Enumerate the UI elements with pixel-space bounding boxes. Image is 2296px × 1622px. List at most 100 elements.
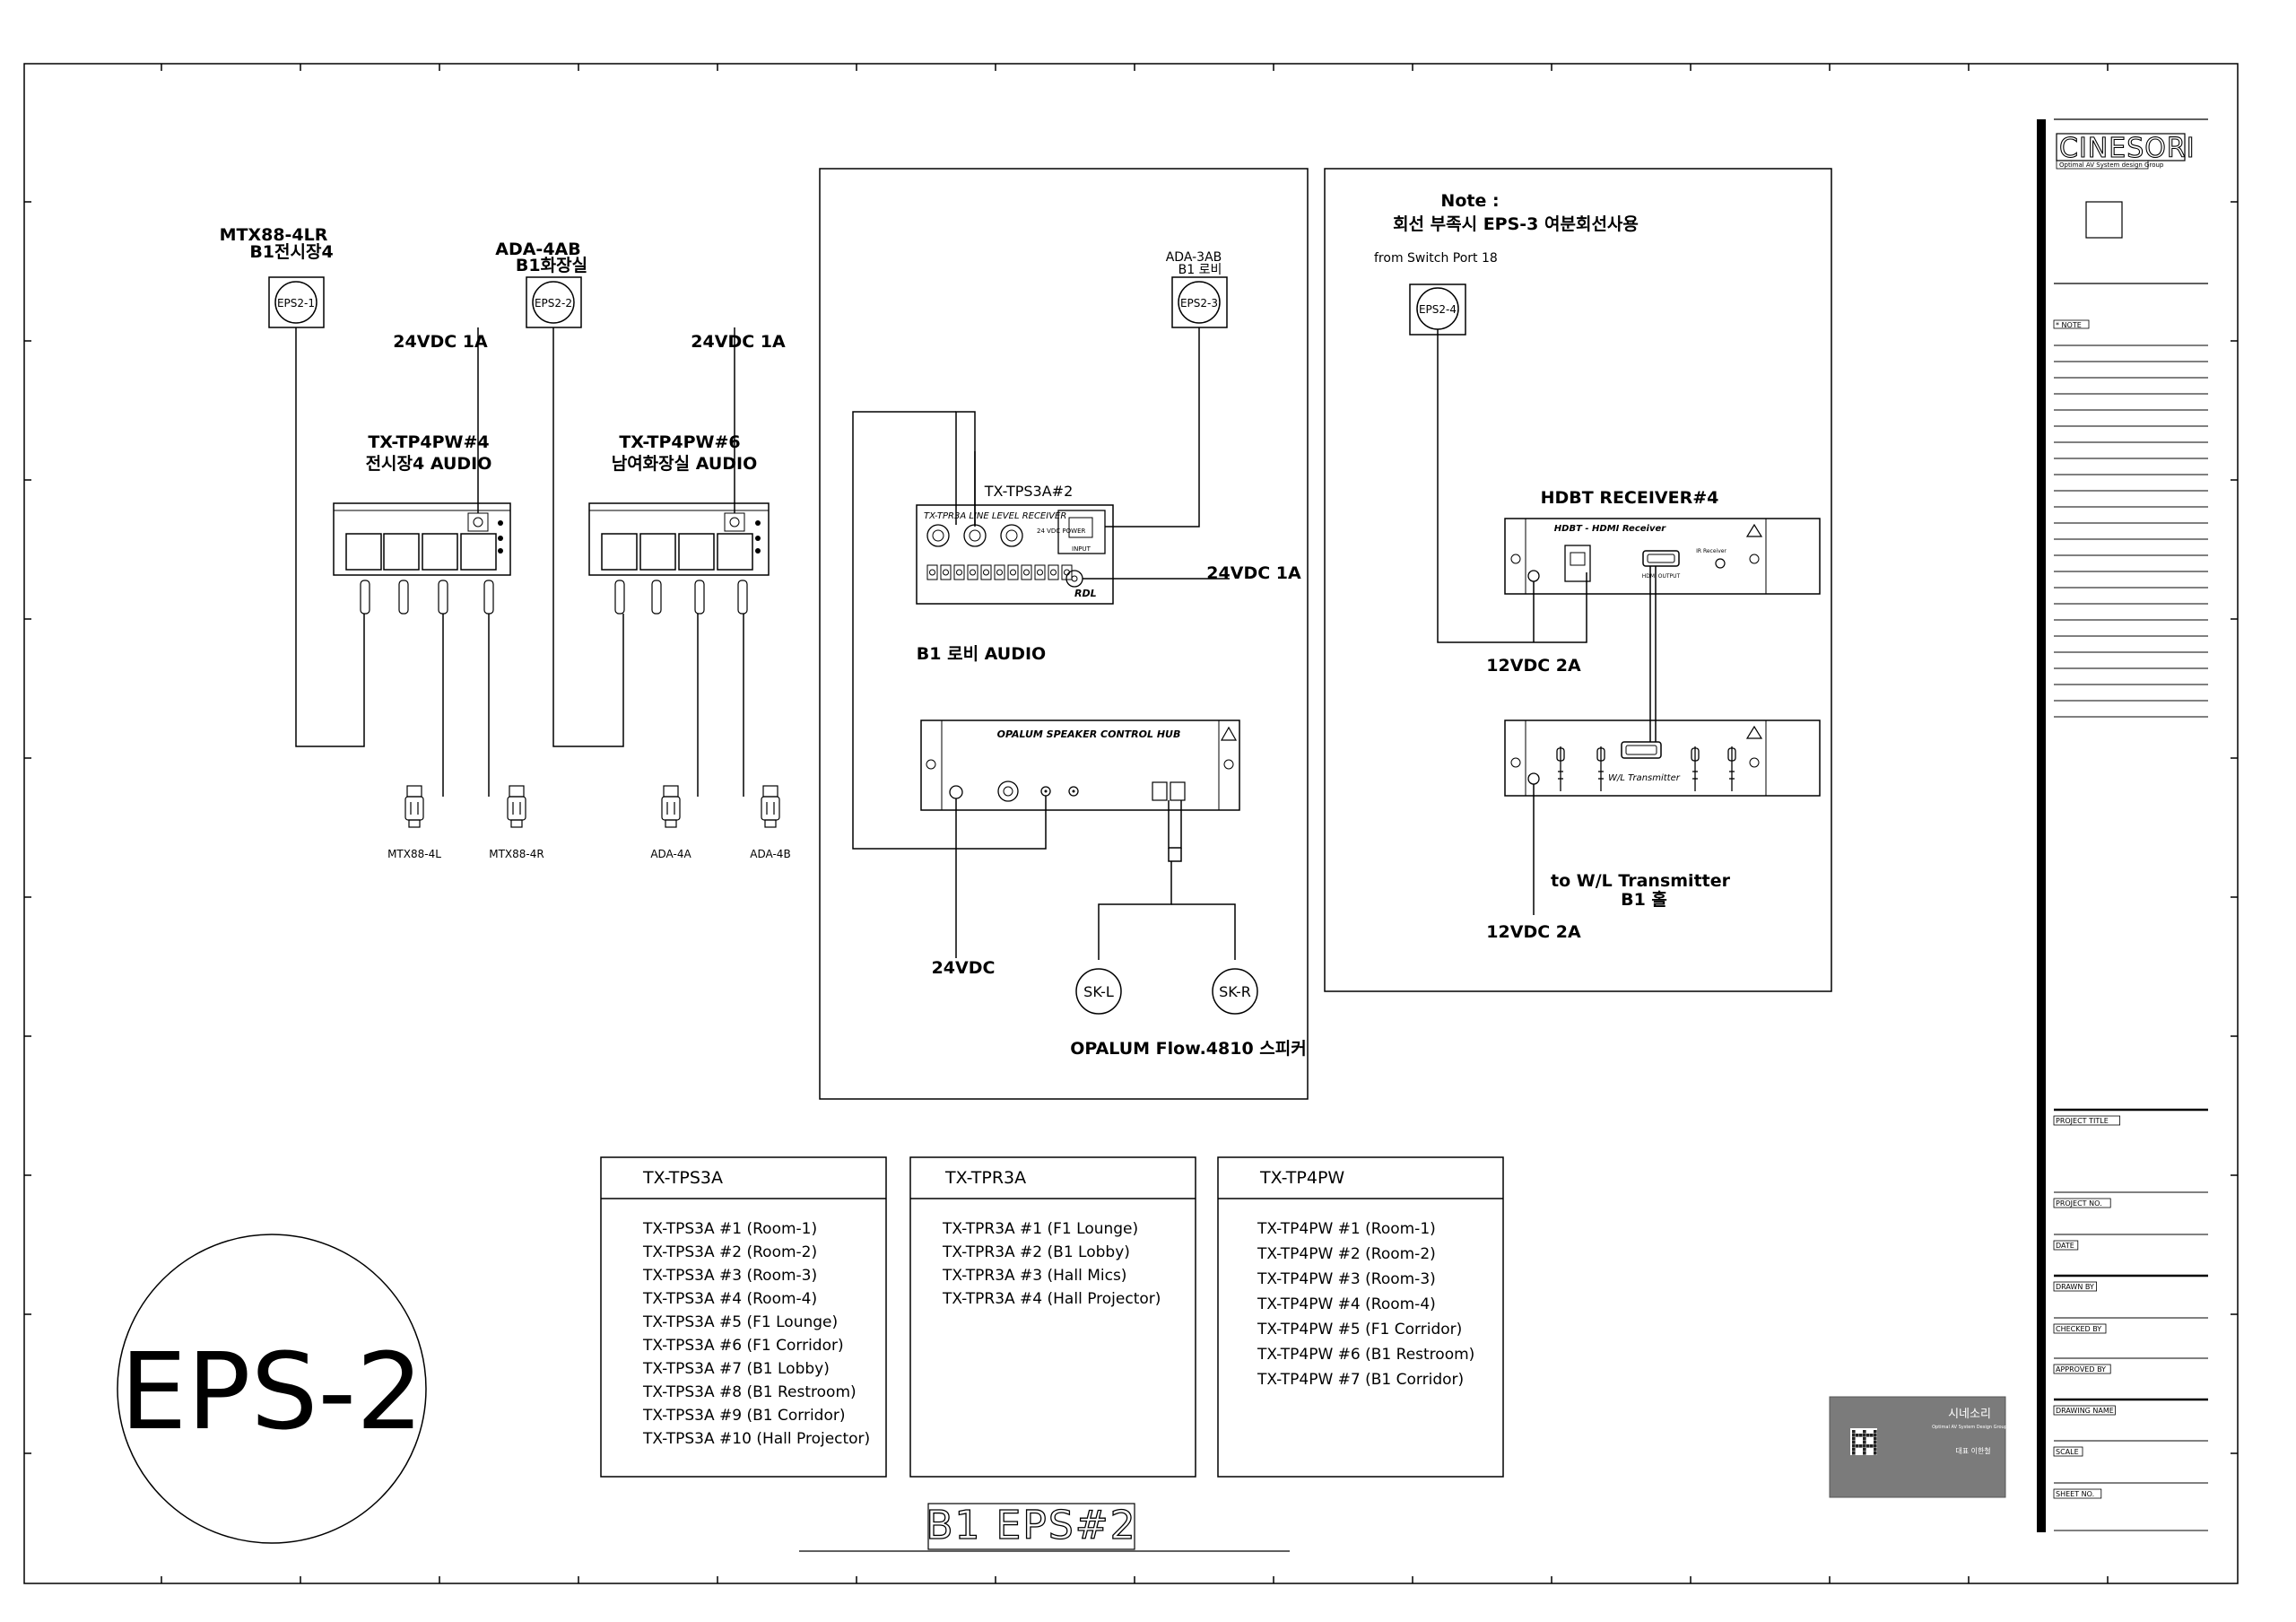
- title-block-field: APPROVED BY: [2056, 1365, 2106, 1373]
- opalum-panel-title: OPALUM SPEAKER CONTROL HUB: [997, 728, 1181, 740]
- table-title: TX-TP4PW: [1259, 1168, 1344, 1188]
- device-name: TX-TP4PW#4: [368, 432, 489, 452]
- title-block-field: SHEET NO.: [2056, 1490, 2094, 1498]
- device-desc: 남여화장실 AUDIO: [612, 454, 758, 474]
- table-row: TX-TPR3A #4 (Hall Projector): [942, 1290, 1161, 1308]
- card-subtitle: Optimal AV System Design Group: [1932, 1425, 2007, 1430]
- receiver-desc: B1 로비 AUDIO: [917, 644, 1046, 664]
- table-row: TX-TP4PW #2 (Room-2): [1257, 1245, 1436, 1263]
- table-row: TX-TPS3A #2 (Room-2): [642, 1243, 817, 1261]
- title-block-field: DRAWING NAME: [2056, 1407, 2114, 1415]
- receiver-power-label: 24 VDC POWER: [1037, 528, 1085, 535]
- speaker-right-label: SK-R: [1219, 983, 1251, 1000]
- receiver-input-label: INPUT: [1072, 545, 1091, 553]
- receiver-panel-title: TX-TPR3A LINE LEVEL RECEIVER: [924, 511, 1066, 521]
- device-desc: 전시장4 AUDIO: [366, 454, 492, 474]
- wl-transmitter-label: W/L Transmitter: [1608, 773, 1681, 783]
- table-row: TX-TP4PW #6 (B1 Restroom): [1257, 1346, 1474, 1364]
- output-connectors: [404, 785, 780, 828]
- receiver-rdl-logo: RDL: [1074, 588, 1097, 599]
- device-location-label: B1 로비: [1178, 263, 1222, 277]
- table-row: TX-TPS3A #3 (Room-3): [642, 1267, 817, 1285]
- sheet-title: B1 EPS#2: [926, 1503, 1136, 1548]
- device-name: TX-TP4PW#6: [619, 432, 740, 452]
- opalum-desc: OPALUM Flow.4810 스피커: [1070, 1039, 1306, 1059]
- device-tag: EPS2-3: [1180, 297, 1218, 310]
- speaker-right: [1212, 968, 1258, 1015]
- title-block-field: CHECKED BY: [2056, 1325, 2101, 1333]
- device-eps2-4: EPS2-4: [1409, 283, 1466, 336]
- device-model-label: ADA-4AB: [495, 240, 580, 259]
- title-block-field: DRAWN BY: [2056, 1283, 2094, 1291]
- output-label-ada-4b: ADA-4B: [750, 848, 790, 860]
- table-row: TX-TP4PW #7 (B1 Corridor): [1257, 1371, 1464, 1389]
- table-row: TX-TPR3A #3 (Hall Mics): [942, 1267, 1126, 1285]
- title-block-bar: [2037, 119, 2046, 1532]
- output-label-ada-4a: ADA-4A: [650, 848, 691, 860]
- table-title: TX-TPR3A: [944, 1168, 1026, 1188]
- table-row: TX-TPS3A #8 (B1 Restroom): [642, 1383, 857, 1401]
- device-port: [1178, 281, 1221, 324]
- title-block: CINESORI Optimal AV System design Group …: [2037, 118, 2208, 1532]
- table-row: TX-TPS3A #9 (B1 Corridor): [642, 1407, 846, 1425]
- note-title: Note :: [1440, 191, 1499, 211]
- table-row: TX-TP4PW #1 (Room-1): [1257, 1220, 1436, 1238]
- hdbt-panel-title: HDBT - HDMI Receiver: [1554, 524, 1666, 534]
- table-row: TX-TPS3A #1 (Room-1): [642, 1220, 817, 1238]
- switch-port-label: from Switch Port 18: [1374, 251, 1498, 266]
- hdmi-output-label: HDMI OUTPUT: [1642, 573, 1681, 580]
- opalum-hub-group: OPALUM SPEAKER CONTROL HUB: [920, 719, 1240, 811]
- brand-tagline: Optimal AV System design Group: [2059, 161, 2164, 169]
- eps-badge-circle: [117, 1234, 427, 1544]
- tx-tp4pw6-group: TX-TP4PW#6 남여화장실 AUDIO: [588, 432, 770, 576]
- lobby-section-frame: [819, 168, 1309, 1100]
- table-row: TX-TPS3A #5 (F1 Lounge): [642, 1313, 838, 1331]
- table-row: TX-TPS3A #10 (Hall Projector): [642, 1430, 870, 1448]
- title-block-field: PROJECT NO.: [2056, 1199, 2102, 1208]
- opalum-panel: [920, 719, 1240, 811]
- device-tag: EPS2-4: [1419, 303, 1457, 316]
- table-tx-tp4pw: TX-TP4PW TX-TP4PW #1 (Room-1) TX-TP4PW #2…: [1217, 1156, 1504, 1478]
- table-row: TX-TP4PW #5 (F1 Corridor): [1257, 1321, 1462, 1339]
- table-row: TX-TPS3A #6 (F1 Corridor): [642, 1337, 844, 1355]
- tx-tps3a2-group: TX-TPS3A#2 TX-TPR3A LINE LEVEL RECEIVER …: [916, 483, 1114, 605]
- power-label-6: 12VDC 2A: [1486, 922, 1581, 942]
- frame-ticks: [24, 64, 2238, 1583]
- wiring-left: [295, 327, 744, 797]
- table-row: TX-TPR3A #2 (B1 Lobby): [942, 1243, 1130, 1261]
- table-title: TX-TPS3A: [642, 1168, 723, 1188]
- table-tx-tps3a: TX-TPS3A TX-TPS3A #1 (Room-1) TX-TPS3A #2…: [600, 1156, 887, 1478]
- device-location-label: B1화장실: [516, 256, 587, 275]
- power-label-4: 24VDC: [932, 958, 996, 978]
- device-port: [274, 281, 317, 324]
- table-row: TX-TPR3A #1 (F1 Lounge): [942, 1220, 1138, 1238]
- speaker-left-label: SK-L: [1083, 983, 1114, 1000]
- hdbt-receiver-title: HDBT RECEIVER#4: [1541, 488, 1719, 508]
- tp4pw-panel: [588, 502, 770, 576]
- hdbt-section-frame: [1324, 168, 1832, 992]
- table-row: TX-TPS3A #7 (B1 Lobby): [642, 1360, 830, 1378]
- sheet-title-box: [927, 1503, 1135, 1550]
- tp4pw-panel: [333, 502, 511, 576]
- wiring-middle: [852, 327, 1236, 960]
- device-port: [532, 281, 575, 324]
- device-eps2-1: MTX88-4LR B1전시장4 EPS2-1: [220, 225, 334, 328]
- destination-label: to W/L Transmitter: [1551, 871, 1731, 891]
- power-label-5: 12VDC 2A: [1486, 656, 1581, 676]
- business-card: 시네소리 Optimal AV System Design Group 대표 이…: [1829, 1396, 2007, 1498]
- brand-logo: CINESORI: [2059, 133, 2196, 164]
- table-row: TX-TPS3A #4 (Room-4): [642, 1290, 817, 1308]
- device-eps2-3: ADA-3AB B1 로비 EPS2-3: [1166, 250, 1228, 328]
- drawing-frame: [23, 63, 2239, 1584]
- table-row: TX-TP4PW #3 (Room-3): [1257, 1270, 1436, 1288]
- receiver-panel: [916, 504, 1114, 605]
- cable-tags-left: [360, 580, 748, 615]
- device-eps2-2: ADA-4AB B1화장실 EPS2-2: [495, 240, 587, 328]
- table-tx-tpr3a: TX-TPR3A TX-TPR3A #1 (F1 Lounge) TX-TPR3A…: [909, 1156, 1196, 1478]
- device-location-label: B1전시장4: [249, 242, 333, 262]
- note-text: 회선 부족시 EPS-3 여분회선사용: [1393, 214, 1639, 234]
- title-block-field: SCALE: [2056, 1448, 2079, 1456]
- eps-badge: EPS-2: [120, 1330, 423, 1453]
- wiring-right: [1437, 329, 1657, 915]
